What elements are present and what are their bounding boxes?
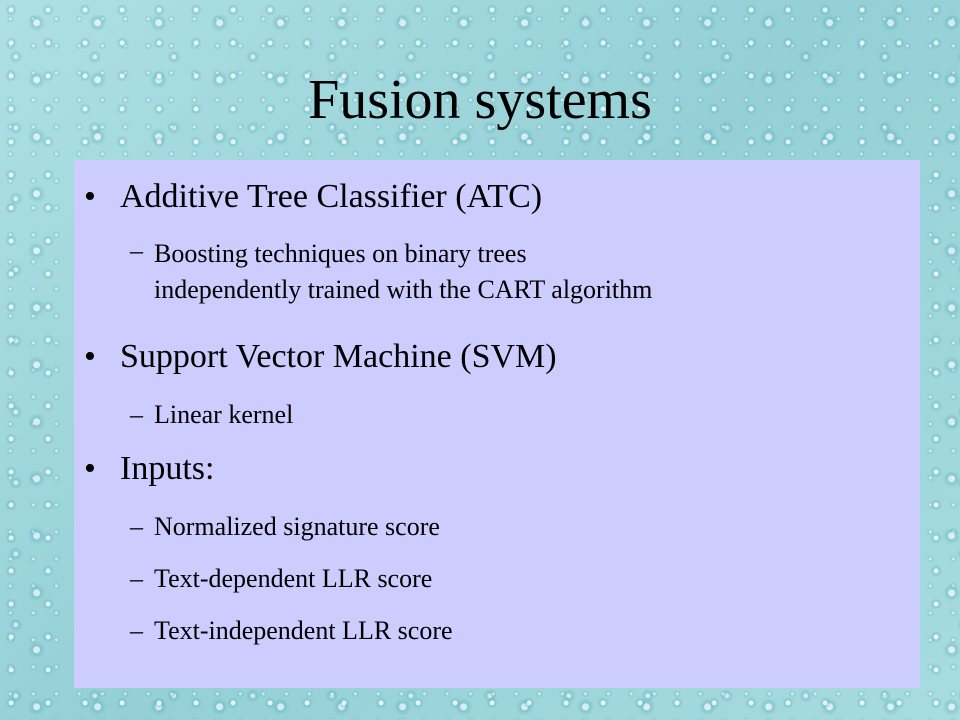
bullet-text: Support Vector Machine (SVM)	[120, 338, 557, 375]
bullet-text: Additive Tree Classifier (ATC)	[120, 178, 543, 215]
content-panel: •Additive Tree Classifier (ATC) –Boostin…	[74, 160, 920, 688]
bullet-icon: •	[84, 450, 96, 487]
sub-text-line-2: independently trained with the CART algo…	[154, 275, 653, 304]
dash-icon: –	[130, 512, 143, 541]
slide-title: Fusion systems	[308, 69, 652, 131]
sub-item-text-independent: –Text-independent LLR score	[130, 616, 453, 646]
sub-text: Text-independent LLR score	[154, 616, 453, 645]
bullet-text: Inputs:	[120, 450, 215, 487]
bullet-item-inputs: • Inputs:	[84, 450, 214, 488]
sub-item-linear-kernel: –Linear kernel	[130, 400, 293, 430]
sub-item-text-dependent: –Text-dependent LLR score	[130, 564, 432, 594]
dash-icon: –	[130, 564, 143, 593]
sub-item-normalized-score: –Normalized signature score	[130, 512, 440, 542]
sub-text: Linear kernel	[154, 400, 294, 429]
bullet-item-svm: • Support Vector Machine (SVM)	[84, 338, 557, 376]
sub-text: Normalized signature score	[154, 512, 440, 541]
sub-text: Text-dependent LLR score	[154, 564, 433, 593]
dash-icon: –	[130, 400, 143, 429]
dash-icon: –	[130, 616, 143, 645]
sub-text-line-1: Boosting techniques on binary trees	[154, 239, 527, 268]
bullet-icon: •	[84, 338, 96, 375]
sub-item-boosting: –Boosting techniques on binary trees inde…	[130, 236, 652, 308]
dash-icon: –	[130, 236, 143, 265]
bullet-item-atc: • Additive Tree Classifier (ATC)	[84, 178, 542, 216]
bullet-icon: •	[84, 178, 96, 215]
